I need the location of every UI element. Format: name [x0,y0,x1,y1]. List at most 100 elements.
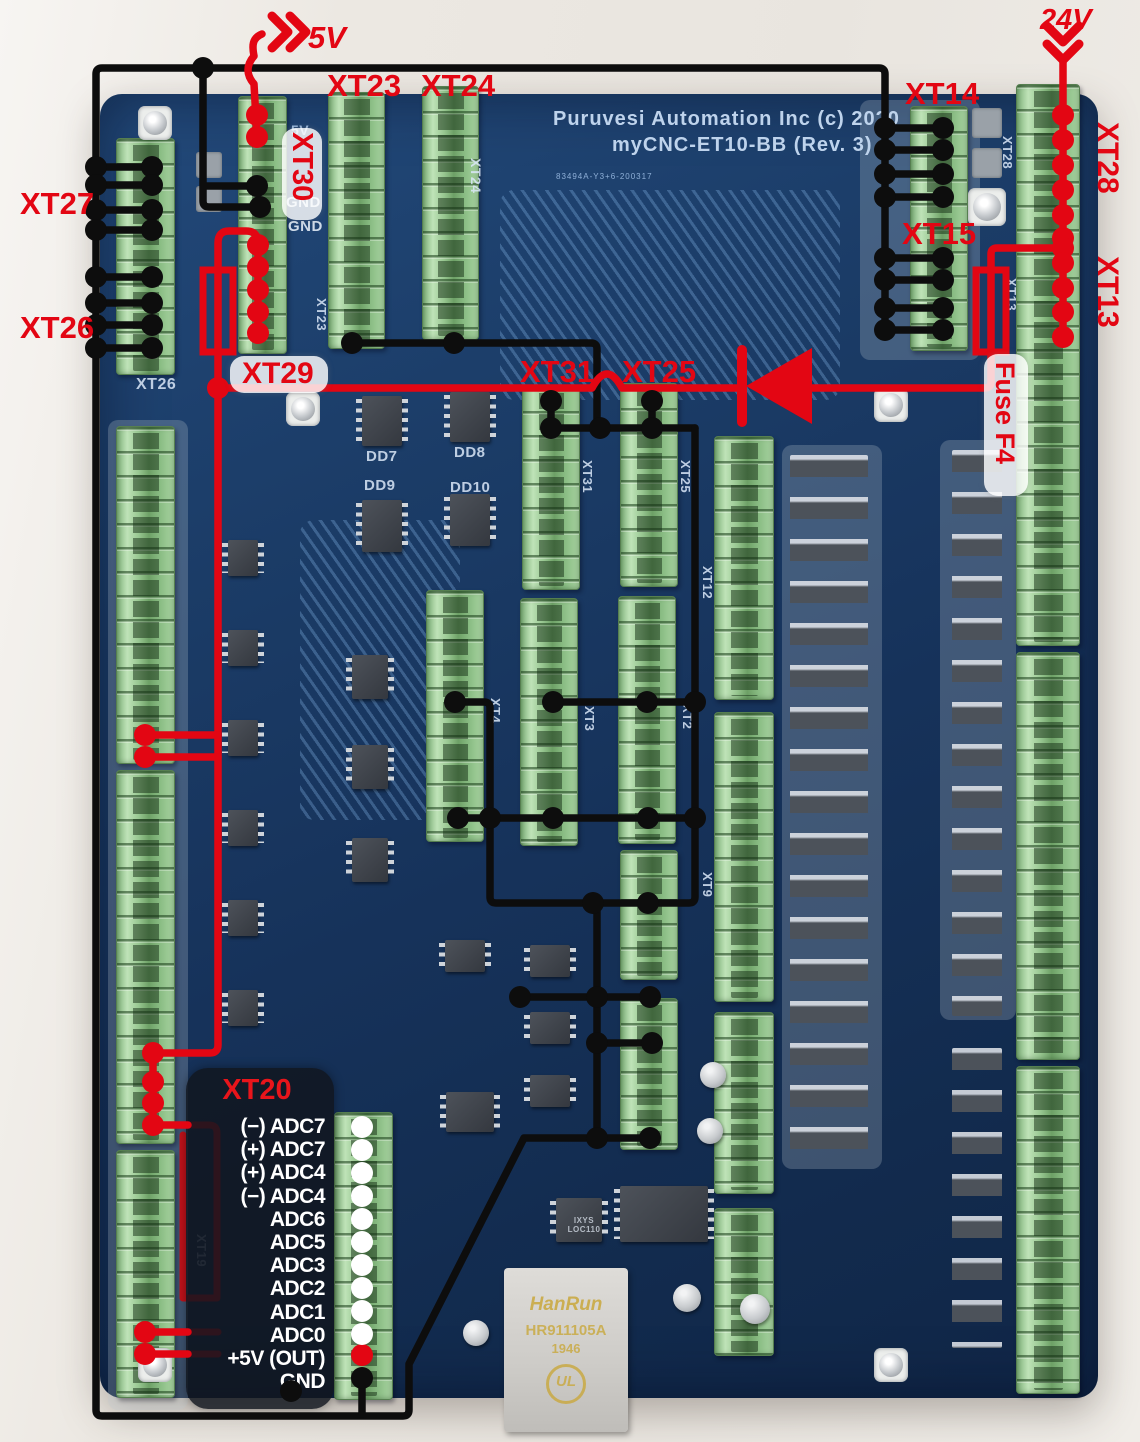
ic-chip [222,990,264,1026]
ic-chip [222,630,264,666]
board-title: Puruvesi Automation Inc (c) 2020 [553,108,900,130]
terminal-connector [116,770,175,1144]
label-fuse-f4-pill: Fuse F4 [984,354,1028,496]
label-xt31: XT31 [520,354,595,389]
terminal-connector [620,850,678,980]
label-xt13: XT13 [1091,256,1124,328]
terminal-connector [714,712,774,1002]
terminal-connector [714,1012,774,1194]
label-xt28: XT28 [1091,122,1124,194]
capacitor [740,1294,770,1324]
silkscreen-dd8: DD8 [454,444,486,461]
xt20-pin-label: (−) ADC7 [240,1115,326,1138]
ic-chip [439,940,491,972]
silkscreen-xt24: XT24 [468,158,484,194]
terminal-connector [238,96,287,354]
ic-chip [614,1186,714,1242]
ethernet-part: HR911105A [525,1322,607,1339]
terminal-connector [116,426,175,764]
terminal-connector [714,436,774,700]
silkscreen-chip: IXYS LOC110 [567,1216,601,1234]
mounting-hole [874,388,908,422]
transistor-column [790,455,868,1159]
ic-chip [222,720,264,756]
xt20-pin-label: ADC0 [269,1323,326,1347]
silkscreen-xt2: XT2 [680,704,695,730]
label-xt23: XT23 [327,68,402,103]
silkscreen-xt3: XT3 [582,706,597,732]
silkscreen-xt26: XT26 [136,376,177,393]
label-xt26: XT26 [20,310,95,345]
ic-chip [356,396,408,446]
label-xt14: XT14 [905,76,980,111]
label-xt15: XT15 [902,216,977,251]
xt20-pin-label: ADC5 [269,1230,326,1254]
mounting-hole [138,1348,172,1382]
label-xt29-pill: XT29 [230,356,328,393]
terminal-connector [334,1112,393,1400]
mounting-hole [286,392,320,426]
silkscreen-xt23: XT23 [314,298,329,332]
silkscreen-xt12: XT12 [700,566,715,600]
board-subtitle: myCNC-ET10-BB (Rev. 3) [612,134,873,156]
ic-chip [524,1075,576,1107]
ic-chip [444,494,496,546]
mounting-hole [138,106,172,140]
ic-chip [356,500,408,552]
silkscreen-xt31: XT31 [580,460,595,494]
label-5v: 5V [308,20,346,55]
ic-chip [222,540,264,576]
board-serial: 83494A-Y3+6-200317 [556,172,653,181]
xt20-pin-label: GND [279,1370,326,1394]
terminal-connector [618,596,676,844]
xt20-pin-label: ADC2 [269,1277,326,1301]
ic-chip [524,1012,576,1044]
mounting-hole [874,1348,908,1382]
capacitor [673,1284,701,1312]
transistor-column [952,1048,1002,1348]
terminal-connector [1016,1066,1080,1394]
arrow-5v [267,11,311,53]
ic-chip [524,945,576,977]
xt20-pin-label: ADC3 [269,1254,326,1278]
ul-logo: UL [546,1364,586,1404]
xt20-pin-label: (−) ADC4 [240,1184,326,1208]
label-xt27: XT27 [20,186,95,221]
ic-chip [346,745,394,789]
label-xt25: XT25 [622,354,697,389]
mounting-hole [968,188,1006,226]
solder-pad [972,148,1002,178]
xt20-pin-label: +5V (OUT) [227,1346,325,1370]
solder-pad [196,186,222,212]
ic-chip [346,838,394,882]
silkscreen-xt4: XT4 [488,698,503,724]
capacitor [700,1062,726,1088]
solder-pad [196,152,222,178]
terminal-connector [328,92,385,349]
ic-chip [440,1092,500,1132]
label-24v: 24V [1040,4,1092,36]
ethernet-date: 1946 [551,1341,581,1356]
label-xt29: XT29 [242,357,314,390]
xt20-pin-label: (+) ADC4 [240,1161,326,1185]
terminal-connector [620,998,678,1150]
terminal-connector [1016,652,1080,1060]
terminal-connector [426,590,484,842]
silkscreen-dd10: DD10 [450,479,491,496]
xt20-pin-label: (+) ADC7 [240,1138,326,1162]
silkscreen-xt9: XT9 [700,872,715,898]
ethernet-jack: HanRun HR911105A 1946 UL [504,1268,628,1432]
silkscreen-xt28: XT28 [1000,136,1015,170]
silkscreen-xt25: XT25 [678,460,693,494]
pin-marker-black [192,57,214,79]
ic-chip [222,810,264,846]
capacitor [463,1320,489,1346]
ethernet-brand: HanRun [529,1294,603,1315]
ic-chip [222,900,264,936]
terminal-connector [714,1208,774,1356]
terminal-connector [522,386,580,590]
ic-chip [444,392,496,442]
label-xt30: XT30 [286,132,318,202]
